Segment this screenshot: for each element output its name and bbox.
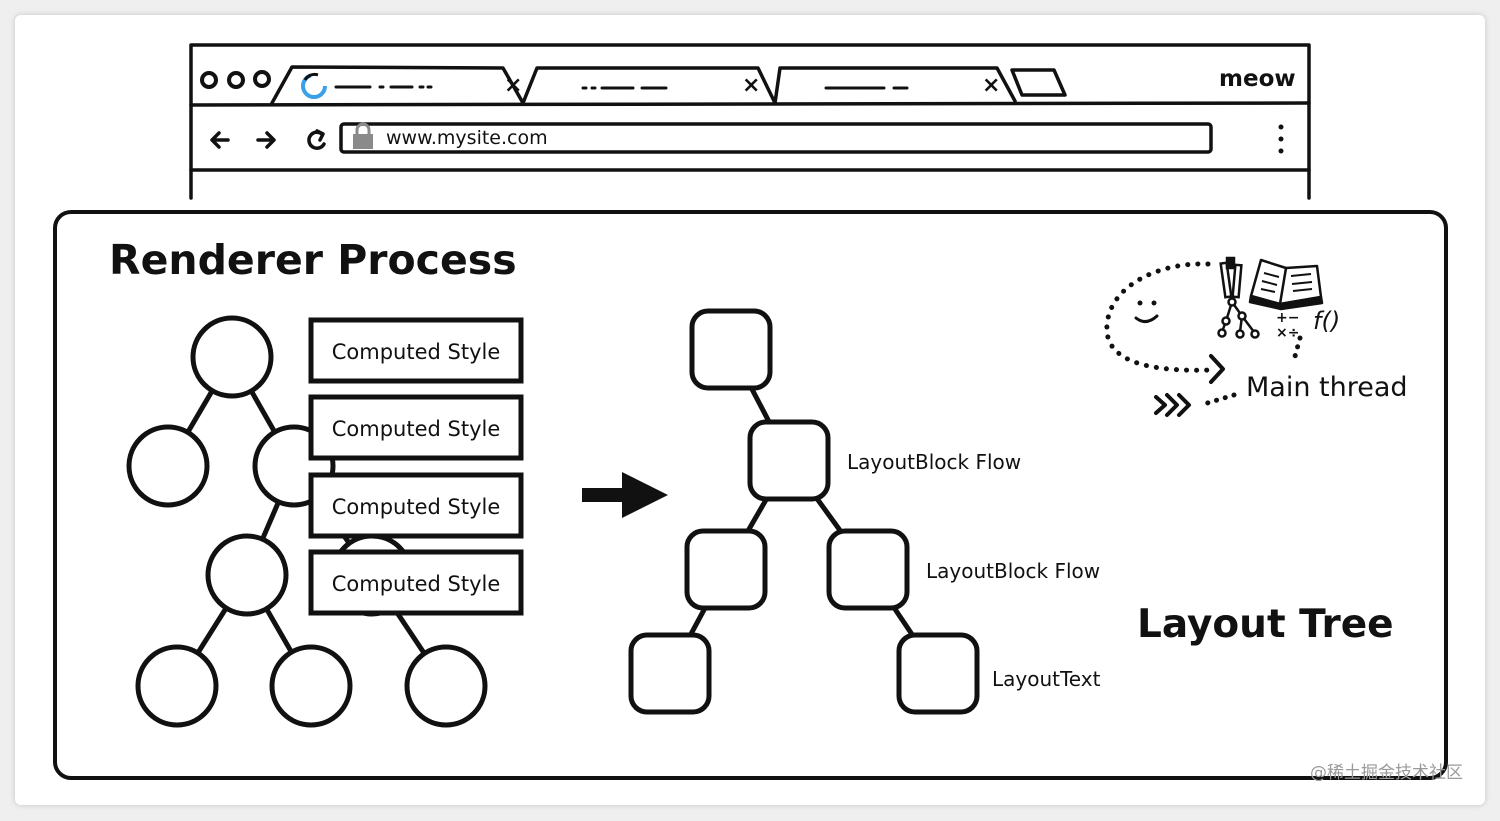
dom-node [135,644,219,728]
watermark: @稀土掘金技术社区 [1310,763,1463,783]
dom-node [190,315,274,399]
new-tab-button[interactable] [1010,68,1067,97]
window-controls[interactable] [200,70,271,89]
math-symbols-icon: ×÷ [1276,325,1299,341]
renderer-diagram: × × × meow www.mysite.com Renderer Proce… [53,43,1448,780]
tab-close-icon[interactable]: × [504,73,522,98]
maximize-window-dot[interactable] [253,70,271,88]
tab-third[interactable] [773,66,1017,105]
main-thread-doodle: +− ×÷ f() Main thread [1104,256,1408,417]
minimize-window-dot[interactable] [227,71,245,89]
computed-style-stack: Computed Style Computed Style Computed S… [308,317,524,616]
browser-window [189,43,1311,200]
node-graph-icon [1217,297,1260,339]
thread-dotted-path [1104,261,1213,373]
layout-tree-title: Layout Tree [1137,602,1394,647]
renderer-process-title: Renderer Process [109,236,517,284]
smiley-face-icon [1134,300,1159,323]
tab-close-icon[interactable]: × [742,73,760,98]
dom-node [126,424,210,508]
layout-node [826,528,910,611]
kebab-menu-icon[interactable] [1278,124,1284,154]
tab-second[interactable] [521,66,777,105]
layout-node [747,419,831,502]
close-window-dot[interactable] [200,71,218,89]
function-icon: f() [1313,307,1340,335]
computed-style-label: Computed Style [332,340,501,364]
layout-node [628,632,712,715]
address-bar[interactable] [339,122,1213,154]
layout-node-label: LayoutText [992,667,1101,691]
window-label: meow [1219,66,1296,92]
computed-style-label: Computed Style [332,417,501,441]
tab-active[interactable] [270,65,525,105]
computed-style-box: Computed Style [308,472,524,539]
computed-style-box: Computed Style [308,549,524,616]
loading-spinner-icon [301,72,327,99]
dom-node [269,644,353,728]
layout-node [896,632,980,715]
transform-arrow-icon [582,472,668,518]
lock-icon [353,122,373,149]
dom-node [404,644,488,728]
main-thread-label: Main thread [1246,372,1408,403]
illustration-card: × × × meow www.mysite.com Renderer Proce… [15,15,1485,805]
layout-node-label: LayoutBlock Flow [847,450,1021,474]
layout-node-label: LayoutBlock Flow [926,559,1100,583]
arrow-right-icon[interactable] [256,131,276,149]
url-text[interactable]: www.mysite.com [386,127,548,149]
computed-style-label: Computed Style [332,495,501,519]
pencils-icon [1219,256,1243,299]
open-book-icon [1248,258,1324,311]
tab-close-icon[interactable]: × [982,73,1000,98]
computed-style-box: Computed Style [308,317,524,384]
computed-style-box: Computed Style [308,394,524,461]
reload-icon[interactable] [307,129,326,150]
computed-style-label: Computed Style [332,572,501,596]
layout-node [689,308,773,391]
layout-node [684,528,768,611]
layout-tree [628,308,980,715]
tab-title-placeholders [334,85,909,90]
arrow-left-icon[interactable] [210,131,230,149]
dom-node [205,533,289,617]
thread-arrowhead-icon [1209,354,1225,384]
math-symbols-icon: +− [1276,310,1299,326]
chevrons-icon [1154,393,1191,417]
